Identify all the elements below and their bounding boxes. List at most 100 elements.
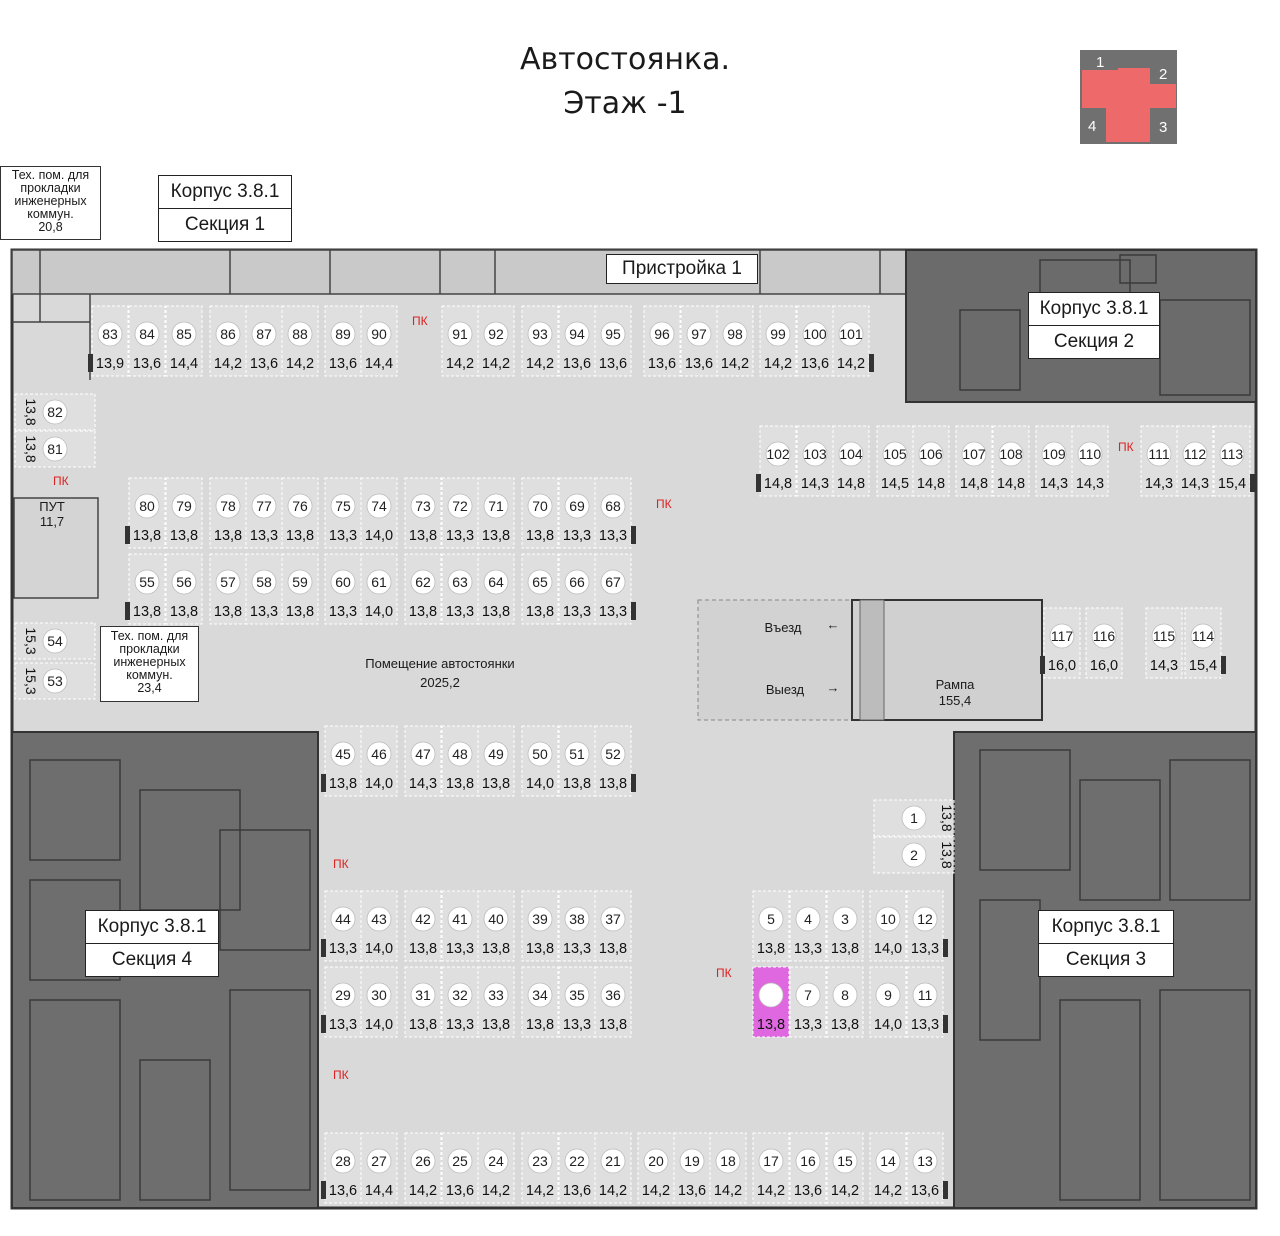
spot-number-circle [832,1148,858,1174]
spot-number-circle [564,569,590,595]
spot-number-circle [600,741,626,767]
spot-area: 13,6 [446,1183,474,1199]
spot-area: 13,6 [648,356,676,372]
spot-number: 10 [880,911,896,927]
spot-number-circle [795,1148,821,1174]
spot-number-circle [1077,441,1103,467]
spot-number: 60 [335,574,351,590]
spot-number-circle [564,493,590,519]
spot-area: 13,8 [599,941,627,957]
spot-number-circle [600,493,626,519]
spot-number-circle [410,741,436,767]
spot-number-circle [330,906,356,932]
spot-area: 14,3 [1040,476,1068,492]
spot-number-circle [802,321,828,347]
spot-number: 107 [962,446,986,462]
spot-area: 13,8 [409,604,437,620]
spot-area: 13,3 [599,528,627,544]
spot-number: 39 [532,911,548,927]
spot-area: 14,3 [1145,476,1173,492]
spot-area: 14,0 [365,604,393,620]
spot-area: 13,6 [250,356,278,372]
spot-number-circle [97,321,123,347]
spot-area: 14,0 [365,941,393,957]
spot-number: 69 [569,498,585,514]
spot-number: 29 [335,987,351,1003]
spot-number: 38 [569,911,585,927]
spot-number-circle [912,1148,938,1174]
column-pier [88,354,93,372]
spot-area: 13,8 [563,776,591,792]
spot-area: 13,8 [482,1017,510,1033]
spot-number: 54 [47,633,63,649]
parking-spot-box[interactable] [404,477,442,549]
spot-number: 62 [415,574,431,590]
tech-room-text: Тех. пом. для [11,168,90,182]
spot-number: 4 [804,911,812,927]
spot-area: 13,8 [286,604,314,620]
spot-area: 13,3 [329,528,357,544]
spot-area: 16,0 [1048,658,1076,674]
column-pier [321,1181,326,1199]
spot-area: 13,8 [482,604,510,620]
spot-number: 93 [532,326,548,342]
parking-spot-box[interactable] [360,553,398,625]
spot-area: 13,3 [446,604,474,620]
spot-area: 13,3 [911,1017,939,1033]
spot-number: 75 [335,498,351,514]
spot-number: 5 [767,911,775,927]
spot-number: 102 [766,446,790,462]
column-pier [631,526,636,544]
spot-number-circle [686,321,712,347]
spot-area: 14,0 [526,776,554,792]
spot-area: 15,4 [1189,658,1217,674]
spot-number-circle [447,493,473,519]
parking-spot-box[interactable] [404,890,442,962]
parking-spot-box[interactable] [643,305,681,377]
spot-number: 103 [803,446,827,462]
spot-area: 13,6 [801,356,829,372]
spot-number: 3 [841,911,849,927]
spot-number-circle [600,321,626,347]
spot-number-circle [251,321,277,347]
exit-arrow: → [826,680,840,695]
spot-number-circle [527,982,553,1008]
parking-spot-box[interactable] [441,890,479,962]
spot-area: 13,6 [685,356,713,372]
put-room-label: ПУТ 11,7 [30,499,74,529]
spot-number-circle [1049,623,1075,649]
spot-number: 94 [569,326,585,342]
parking-spot-box[interactable] [324,725,362,797]
tech-room-text: инженерных [14,194,87,208]
spot-number-circle [1190,623,1216,649]
parking-spot-box[interactable] [789,966,827,1038]
spot-number: 8 [841,987,849,1003]
spot-number: 92 [488,326,504,342]
spot-number-circle [1091,623,1117,649]
spot-number: 25 [452,1153,468,1169]
spot-area: 14,2 [482,356,510,372]
spot-area: 14,2 [409,1183,437,1199]
tech-room-text: коммун. [27,207,74,221]
parking-spot-box[interactable] [594,553,632,625]
put-room-outline [13,497,99,599]
spot-area: 13,3 [563,528,591,544]
spot-number-circle [42,668,68,694]
spot-number: 19 [684,1153,700,1169]
parking-spot-box[interactable] [1071,425,1109,497]
spot-area: 14,4 [365,356,393,372]
spot-area: 13,8 [599,776,627,792]
spot-number-circle [483,1148,509,1174]
top-service-strip [11,249,913,295]
label-section-4: Корпус 3.8.1 Секция 4 [85,910,219,977]
spot-area: 13,3 [446,1017,474,1033]
spot-number: 95 [605,326,621,342]
spot-number-circle [795,982,821,1008]
spot-number: 83 [102,326,118,342]
spot-area: 13,9 [96,356,124,372]
parking-spot-box[interactable] [281,553,319,625]
spot-number: 11 [918,987,933,1003]
spot-number: 59 [292,574,308,590]
spot-number-circle [564,906,590,932]
